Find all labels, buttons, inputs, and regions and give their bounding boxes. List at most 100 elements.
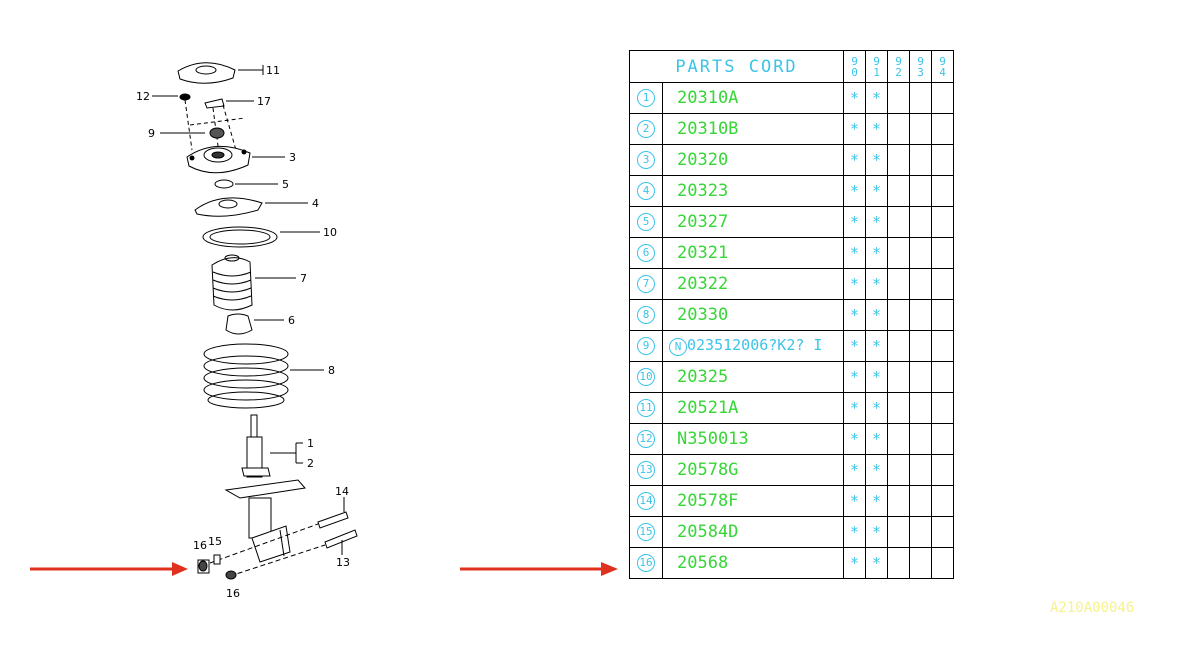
- code-prefix-badge: N: [669, 338, 687, 356]
- part-code-text: 20327: [677, 212, 729, 232]
- part-13-bolt: [324, 529, 358, 555]
- row-number: 15: [629, 516, 663, 548]
- part-7-dust-boot: [211, 254, 296, 311]
- part-code: 20310B: [662, 113, 844, 145]
- year-mark-90: *: [843, 299, 866, 331]
- row-number: 12: [629, 423, 663, 455]
- row-number: 9: [629, 330, 663, 362]
- year-mark-94: [931, 516, 954, 548]
- row-number-badge: 15: [637, 523, 655, 541]
- row-number: 2: [629, 113, 663, 145]
- year-mark-91: *: [865, 206, 888, 238]
- year-mark-94: [931, 361, 954, 393]
- part-code-text: 20584D: [677, 522, 739, 542]
- part-code: 20327: [662, 206, 844, 238]
- year-mark-91: *: [865, 330, 888, 362]
- year-mark-92: [887, 392, 910, 424]
- row-number: 10: [629, 361, 663, 393]
- year-mark-90: *: [843, 206, 866, 238]
- part-11-top-cap: [177, 62, 264, 84]
- row-number: 8: [629, 299, 663, 331]
- part-code-text: 20325: [677, 367, 729, 387]
- row-number-badge: 4: [637, 182, 655, 200]
- part-code: 20584D: [662, 516, 844, 548]
- year-mark-90: *: [843, 175, 866, 207]
- year-mark-94: [931, 299, 954, 331]
- year-mark-94: [931, 423, 954, 455]
- part-code: 20330: [662, 299, 844, 331]
- part-10-rubber-seat: [202, 226, 320, 248]
- year-mark-90: *: [843, 392, 866, 424]
- year-mark-91: *: [865, 454, 888, 486]
- callout-2: 2: [307, 457, 314, 470]
- year-mark-92: [887, 330, 910, 362]
- watermark-code: A210A00046: [1050, 600, 1135, 616]
- year-mark-94: [931, 454, 954, 486]
- year-mark-93: [909, 485, 932, 517]
- callout-7: 7: [300, 272, 307, 285]
- row-number: 11: [629, 392, 663, 424]
- part-14-bolt: [317, 497, 349, 529]
- row-number-badge: 16: [637, 554, 655, 572]
- year-mark-92: [887, 268, 910, 300]
- year-mark-92: [887, 485, 910, 517]
- callout-8: 8: [328, 364, 335, 377]
- year-mark-90: *: [843, 144, 866, 176]
- row-number: 6: [629, 237, 663, 269]
- row-number-badge: 9: [637, 337, 655, 355]
- year-mark-94: [931, 268, 954, 300]
- part-code-text: 20320: [677, 150, 729, 170]
- callout-13: 13: [336, 556, 350, 569]
- row-number-badge: 11: [637, 399, 655, 417]
- callout-16-bottom: 16: [226, 587, 240, 600]
- part-code-text: N350013: [677, 429, 749, 449]
- year-mark-94: [931, 392, 954, 424]
- callout-5: 5: [282, 178, 289, 191]
- strut-exploded-diagram: 11 12 17 9 3 5 4 10 7 6 8 1 2 14 13 15 1…: [136, 62, 358, 600]
- year-mark-90: *: [843, 82, 866, 114]
- part-code-text: 20330: [677, 305, 729, 325]
- part-code-text: 20310A: [677, 88, 739, 108]
- callout-4: 4: [312, 197, 319, 210]
- year-mark-93: [909, 392, 932, 424]
- row-number-badge: 10: [637, 368, 655, 386]
- year-mark-90: *: [843, 516, 866, 548]
- row-number: 4: [629, 175, 663, 207]
- year-mark-91: *: [865, 82, 888, 114]
- part-code-text: 20578G: [677, 460, 739, 480]
- callout-14: 14: [335, 485, 349, 498]
- year-mark-92: [887, 516, 910, 548]
- row-number-badge: 1: [637, 89, 655, 107]
- year-mark-90: *: [843, 268, 866, 300]
- part-code: 20325: [662, 361, 844, 393]
- year-mark-93: [909, 175, 932, 207]
- row-number-badge: 3: [637, 151, 655, 169]
- year-mark-94: [931, 237, 954, 269]
- year-mark-93: [909, 454, 932, 486]
- year-mark-93: [909, 299, 932, 331]
- part-4-spring-seat: [194, 197, 308, 217]
- callout-12: 12: [136, 90, 150, 103]
- table-row: 15 20584D **: [629, 516, 954, 548]
- callout-9: 9: [148, 127, 155, 140]
- year-mark-90: *: [843, 423, 866, 455]
- table-header-title: PARTS CORD: [629, 50, 844, 83]
- part-8-coil-spring: [203, 343, 324, 409]
- row-number-badge: 5: [637, 213, 655, 231]
- year-mark-94: [931, 485, 954, 517]
- callout-6: 6: [288, 314, 295, 327]
- year-mark-90: *: [843, 330, 866, 362]
- part-code: 20320: [662, 144, 844, 176]
- year-mark-90: *: [843, 454, 866, 486]
- callout-17: 17: [257, 95, 271, 108]
- year-mark-91: *: [865, 547, 888, 579]
- part-1-2-strut: [224, 414, 306, 563]
- year-mark-91: *: [865, 175, 888, 207]
- year-mark-91: *: [865, 516, 888, 548]
